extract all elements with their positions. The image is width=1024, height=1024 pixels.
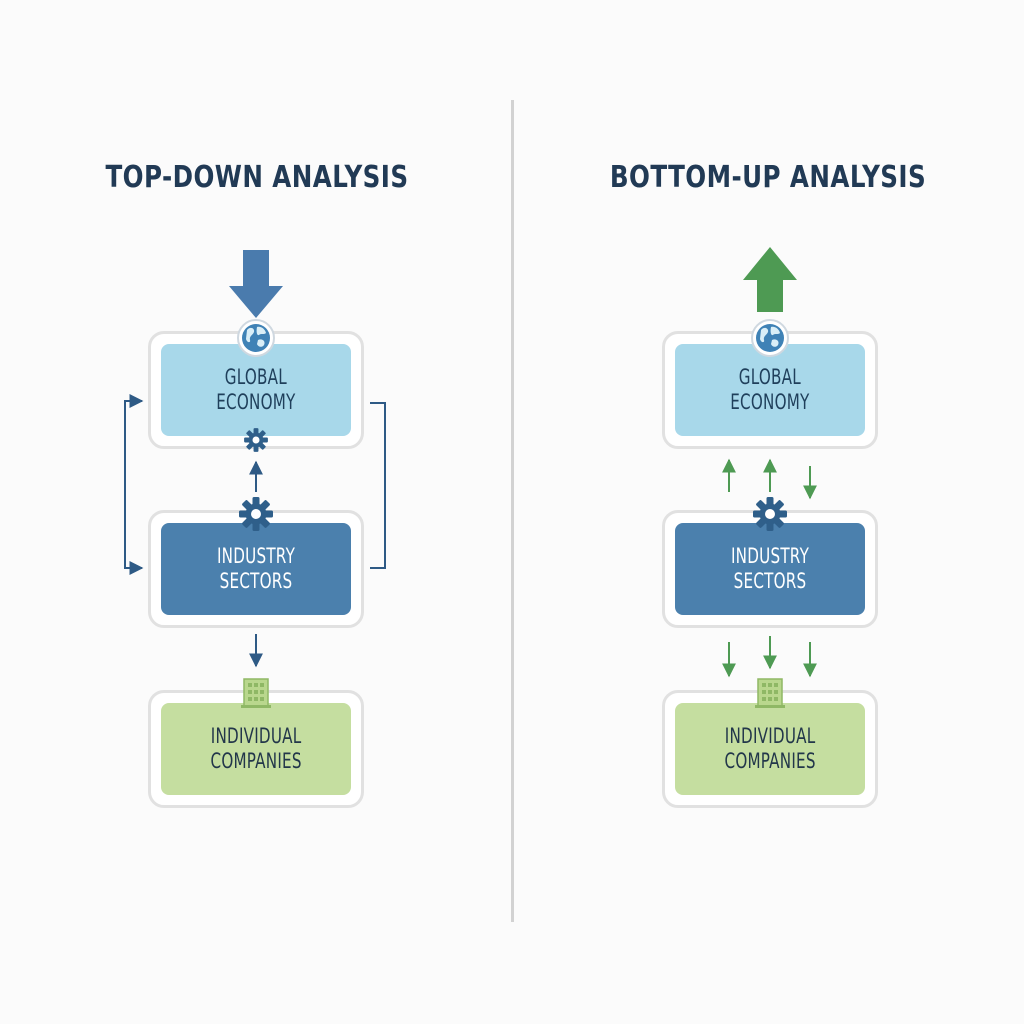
top-down-global-frame: GLOBAL ECONOMY xyxy=(148,331,364,449)
bottom-up-arrow xyxy=(743,247,797,312)
box-label-line-2: COMPANIES xyxy=(210,749,302,773)
top-down-industry-frame: INDUSTRY SECTORS xyxy=(148,510,364,628)
bottom-up-individual-companies-box: INDIVIDUAL COMPANIES xyxy=(675,703,865,795)
bottom-up-companies-frame: INDIVIDUAL COMPANIES xyxy=(662,690,878,808)
box-label-line-2: SECTORS xyxy=(219,569,293,593)
box-label-line-1: INDUSTRY xyxy=(730,544,810,568)
box-label-line-2: ECONOMY xyxy=(216,390,296,414)
top-down-companies-frame: INDIVIDUAL COMPANIES xyxy=(148,690,364,808)
right-bracket-connector xyxy=(370,402,386,569)
top-down-industry-sectors-box: INDUSTRY SECTORS xyxy=(161,523,351,615)
bottom-up-industry-frame: INDUSTRY SECTORS xyxy=(662,510,878,628)
left-feedback-connector xyxy=(124,394,144,575)
box-label-line-2: COMPANIES xyxy=(724,749,816,773)
center-divider xyxy=(511,100,514,922)
top-down-title: TOP-DOWN ANALYSIS xyxy=(105,160,409,195)
bottom-up-global-frame: GLOBAL ECONOMY xyxy=(662,331,878,449)
bottom-up-industry-sectors-box: INDUSTRY SECTORS xyxy=(675,523,865,615)
box-label-line-1: INDIVIDUAL xyxy=(210,724,302,748)
box-label-line-2: SECTORS xyxy=(733,569,807,593)
box-label-line-1: INDIVIDUAL xyxy=(724,724,816,748)
bottom-up-global-economy-box: GLOBAL ECONOMY xyxy=(675,344,865,436)
box-label-line-1: GLOBAL xyxy=(224,365,288,389)
top-down-arrow xyxy=(229,250,283,318)
top-down-individual-companies-box: INDIVIDUAL COMPANIES xyxy=(161,703,351,795)
top-down-global-economy-box: GLOBAL ECONOMY xyxy=(161,344,351,436)
box-label-line-2: ECONOMY xyxy=(730,390,810,414)
box-label-line-1: INDUSTRY xyxy=(216,544,296,568)
box-label-line-1: GLOBAL xyxy=(738,365,802,389)
bottom-up-title: BOTTOM-UP ANALYSIS xyxy=(609,160,927,195)
